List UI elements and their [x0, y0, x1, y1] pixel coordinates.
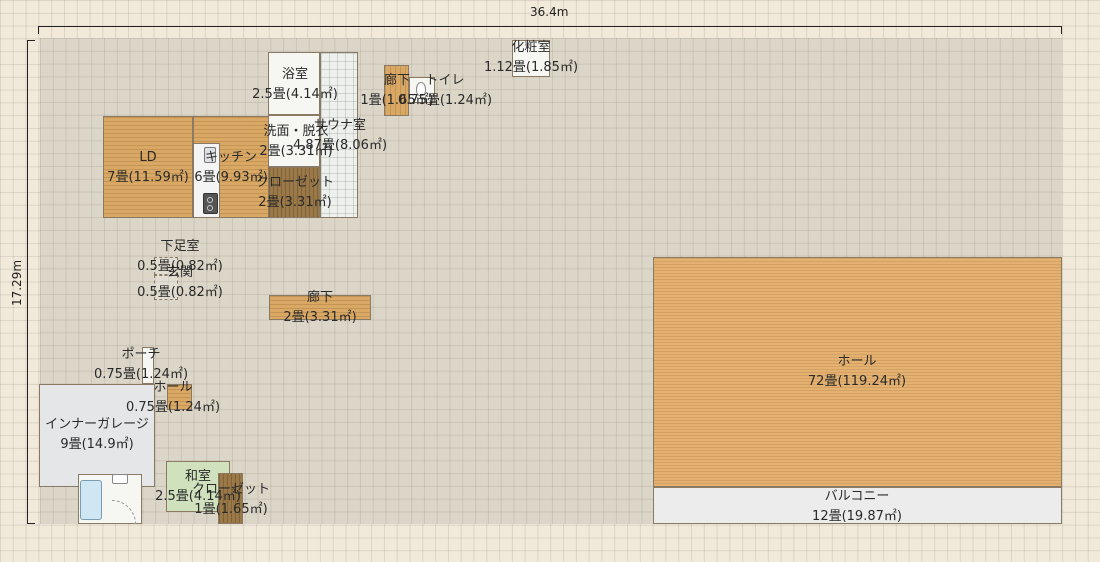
- height-dimension-tick-top: [27, 40, 35, 41]
- room-closet-2[interactable]: [218, 473, 243, 524]
- width-dimension-label: 36.4m: [530, 5, 569, 19]
- bathtub-icon: [80, 480, 102, 520]
- room-porch[interactable]: [142, 347, 154, 384]
- room-hall-large[interactable]: [653, 257, 1062, 487]
- room-corridor-1[interactable]: [384, 65, 409, 116]
- width-dimension-tick-left: [38, 26, 39, 34]
- room-closet-1[interactable]: [268, 167, 320, 218]
- room-sauna[interactable]: [320, 52, 358, 218]
- room-ld[interactable]: [103, 116, 193, 218]
- height-dimension-label: 17.29m: [10, 259, 25, 307]
- stove-burner-icon: [207, 205, 213, 211]
- room-balcony[interactable]: [653, 487, 1062, 524]
- room-garage[interactable]: [39, 384, 155, 487]
- room-genkan[interactable]: [154, 275, 178, 300]
- height-dimension-tick-bottom: [27, 523, 35, 524]
- room-bath[interactable]: [268, 52, 320, 115]
- width-dimension-tick-right: [1061, 26, 1062, 34]
- room-washroom[interactable]: [268, 115, 320, 167]
- width-dimension-line: [38, 26, 1062, 27]
- room-corridor-2[interactable]: [269, 295, 371, 320]
- height-dimension-line: [27, 40, 28, 524]
- stove-burner-icon: [207, 197, 213, 203]
- room-powder[interactable]: [512, 40, 550, 77]
- stove-icon: [203, 193, 218, 214]
- sink-icon: [204, 147, 216, 163]
- room-hall-small[interactable]: [167, 384, 192, 410]
- room-shoe[interactable]: [154, 257, 178, 275]
- toilet-icon: [416, 82, 426, 96]
- washbasin-icon: [112, 474, 128, 484]
